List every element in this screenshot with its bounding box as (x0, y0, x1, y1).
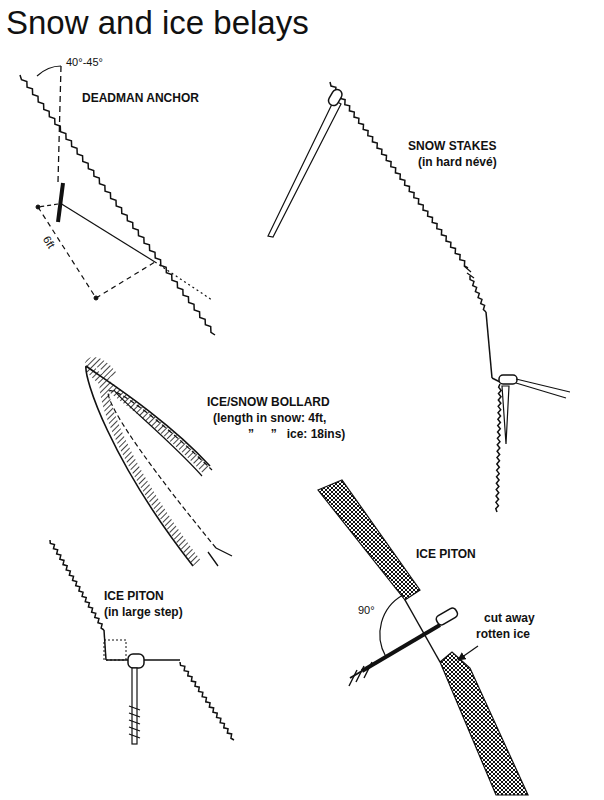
figure-label: cut away (484, 612, 535, 625)
page-title: Snow and ice belays (6, 4, 309, 42)
figure-label: rotten ice (476, 628, 530, 641)
snow-surface-line (496, 384, 501, 512)
figure-label: 6ft (40, 232, 59, 252)
figure-label: ” ” ice: 18ins) (248, 428, 345, 441)
figure-label: ICE PITON (104, 590, 164, 603)
figure-label: ICE/SNOW BOLLARD (207, 396, 330, 409)
figure-label: (in hard névé) (418, 156, 497, 169)
figure-label: (in large step) (104, 606, 183, 619)
snow-surface-line (180, 662, 234, 740)
snow-surface (20, 75, 501, 740)
figure-label: ICE PITON (416, 548, 476, 561)
figure-label: SNOW STAKES (408, 140, 496, 153)
figure-label: DEADMAN ANCHOR (82, 92, 199, 105)
step-piton-figure (104, 630, 180, 744)
snow-stakes-figure (268, 88, 570, 444)
snow-surface-line (50, 540, 104, 630)
figure-label: 40°-45° (66, 56, 103, 68)
snow-surface-line (330, 82, 468, 268)
figure-label: (length in snow: 4ft, (213, 412, 326, 425)
snow-surface-line (470, 276, 486, 312)
bollard-figure (86, 362, 232, 566)
deadman-figure (36, 66, 212, 300)
snow-surface-line (20, 75, 215, 335)
figure-label: 90° (358, 604, 375, 616)
